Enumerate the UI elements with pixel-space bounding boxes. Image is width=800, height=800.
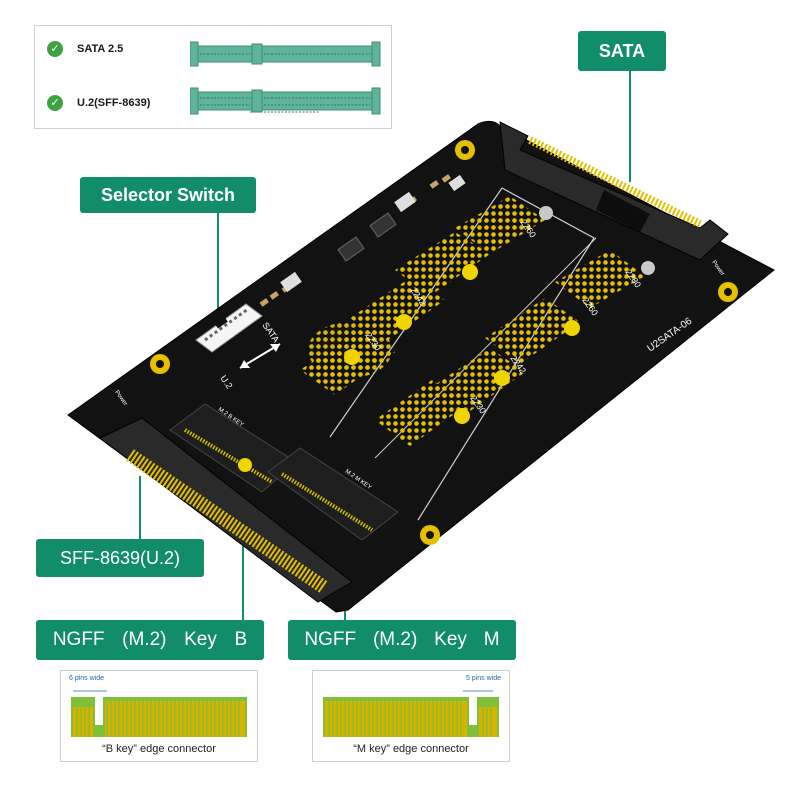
switch-arrow-icon — [239, 343, 281, 369]
sata-connector-diagram — [190, 41, 381, 67]
key-m-word-1: NGFF — [304, 629, 357, 650]
sff8639-callout: SFF-8639(U.2) — [36, 539, 204, 577]
b-key-edge-caption: “B key” edge connector — [102, 743, 216, 755]
key-b-word-2: (M.2) — [122, 629, 167, 650]
m-key-edge-caption: “M key” edge connector — [353, 743, 469, 755]
pad-group-2260-m — [485, 298, 580, 364]
sata-callout: SATA — [578, 31, 666, 71]
m-key-pins-caption: 5 pins wide — [465, 675, 501, 682]
screw-2280-m — [641, 261, 655, 275]
legend-label-sata: SATA 2.5 — [77, 43, 124, 55]
legend-item-sata: ✓ SATA 2.5 — [47, 38, 123, 60]
pad-group-2280-m — [555, 250, 645, 308]
selector-switch-callout: Selector Switch — [80, 177, 256, 213]
legend-item-u2: ✓ U.2(SFF-8639) — [47, 92, 150, 114]
pad-group-2280-b — [455, 196, 545, 254]
check-icon: ✓ — [47, 95, 63, 111]
pad-group-2242-b — [350, 278, 445, 342]
pad-group-2242-m — [430, 348, 525, 414]
key-b-word-1: NGFF — [52, 629, 105, 650]
key-m-callout: NGFF (M.2) Key M — [288, 620, 516, 660]
b-key-edge-box: 6 pins wide “B key” edge connector — [60, 670, 258, 762]
m-key-edge-diagram — [323, 690, 499, 737]
screw-2280-b — [539, 206, 553, 220]
regulators — [337, 212, 397, 262]
sata-port — [499, 121, 729, 261]
ic-chips — [280, 174, 466, 293]
standoff-pads — [238, 264, 580, 472]
key-m-word-4: M — [483, 629, 500, 650]
key-m-word-3: Key — [434, 629, 467, 650]
sff8639-port — [99, 417, 353, 603]
pcb-body — [67, 120, 775, 613]
pad-group-2260-b — [395, 232, 490, 296]
m-key-edge-box: 5 pins wide “M key” edge connector — [312, 670, 510, 762]
legend-label-u2: U.2(SFF-8639) — [77, 97, 151, 109]
u2-connector-diagram — [190, 87, 381, 115]
key-b-word-4: B — [234, 629, 248, 650]
b-key-pins-caption: 6 pins wide — [69, 675, 105, 682]
connector-diagrams — [190, 41, 381, 115]
check-icon: ✓ — [47, 41, 63, 57]
key-b-callout: NGFF (M.2) Key B — [36, 620, 264, 660]
selector-switch — [195, 303, 263, 353]
m2-slot-m — [267, 447, 399, 541]
interface-legend: ✓ SATA 2.5 ✓ U.2(SFF-8639) — [34, 25, 392, 129]
key-b-word-3: Key — [184, 629, 217, 650]
key-m-word-2: (M.2) — [372, 629, 418, 650]
b-key-edge-diagram — [71, 690, 247, 737]
mounting-holes — [150, 140, 738, 545]
